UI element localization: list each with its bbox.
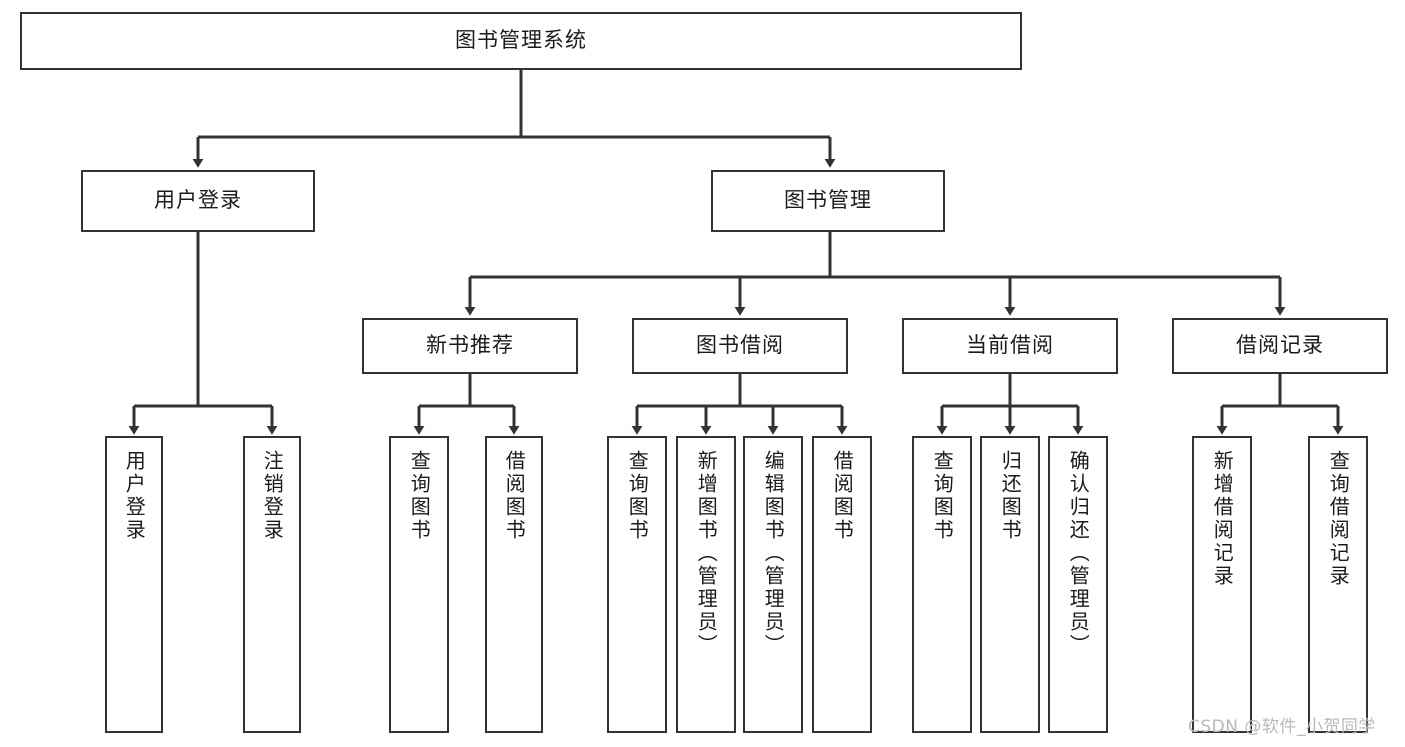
node-level2-book-management-label: 图书管理 xyxy=(784,188,872,213)
node-root[interactable]: 图书管理系统 xyxy=(20,12,1022,70)
leaf-node-label: 查询图书 xyxy=(930,450,955,542)
node-level3-current-borrow[interactable]: 当前借阅 xyxy=(902,318,1118,374)
leaf-node-label: 查询图书 xyxy=(625,450,650,542)
leaf-node[interactable]: 用户登录 xyxy=(105,436,163,733)
leaf-node-label: 借阅图书 xyxy=(502,450,527,542)
leaf-node[interactable]: 编辑图书（管理员） xyxy=(743,436,803,733)
leaf-node[interactable]: 注销登录 xyxy=(243,436,301,733)
node-level2-book-management[interactable]: 图书管理 xyxy=(711,170,945,232)
leaf-node-label: 确认归还（管理员） xyxy=(1066,450,1091,657)
leaf-node[interactable]: 归还图书 xyxy=(980,436,1040,733)
csdn-watermark: CSDN @软件_小贺同学 xyxy=(1188,717,1376,737)
node-level3-borrow-record-label: 借阅记录 xyxy=(1236,333,1324,358)
node-level2-user-login[interactable]: 用户登录 xyxy=(81,170,315,232)
node-level3-book-borrow-label: 图书借阅 xyxy=(696,333,784,358)
leaf-node[interactable]: 借阅图书 xyxy=(485,436,543,733)
leaf-node[interactable]: 借阅图书 xyxy=(812,436,872,733)
leaf-node[interactable]: 查询图书 xyxy=(389,436,449,733)
node-level3-new-book-recommend-label: 新书推荐 xyxy=(426,333,514,358)
leaf-node-label: 注销登录 xyxy=(260,450,285,542)
leaf-node[interactable]: 确认归还（管理员） xyxy=(1048,436,1108,733)
leaf-node-label: 用户登录 xyxy=(122,450,147,542)
node-level3-book-borrow[interactable]: 图书借阅 xyxy=(632,318,848,374)
leaf-node-label: 查询借阅记录 xyxy=(1326,450,1351,588)
leaf-node-label: 归还图书 xyxy=(998,450,1023,542)
leaf-node[interactable]: 查询图书 xyxy=(912,436,972,733)
node-level2-user-login-label: 用户登录 xyxy=(154,188,242,213)
node-root-label: 图书管理系统 xyxy=(455,28,587,53)
leaf-node-label: 编辑图书（管理员） xyxy=(761,450,786,657)
leaf-node[interactable]: 新增借阅记录 xyxy=(1192,436,1252,733)
leaf-node[interactable]: 查询借阅记录 xyxy=(1308,436,1368,733)
leaf-node[interactable]: 查询图书 xyxy=(607,436,667,733)
leaf-node-label: 查询图书 xyxy=(407,450,432,542)
node-level3-borrow-record[interactable]: 借阅记录 xyxy=(1172,318,1388,374)
leaf-node-label: 新增图书（管理员） xyxy=(694,450,719,657)
leaf-node-label: 新增借阅记录 xyxy=(1210,450,1235,588)
leaf-node[interactable]: 新增图书（管理员） xyxy=(676,436,736,733)
node-level3-new-book-recommend[interactable]: 新书推荐 xyxy=(362,318,578,374)
leaf-node-label: 借阅图书 xyxy=(830,450,855,542)
node-level3-current-borrow-label: 当前借阅 xyxy=(966,333,1054,358)
